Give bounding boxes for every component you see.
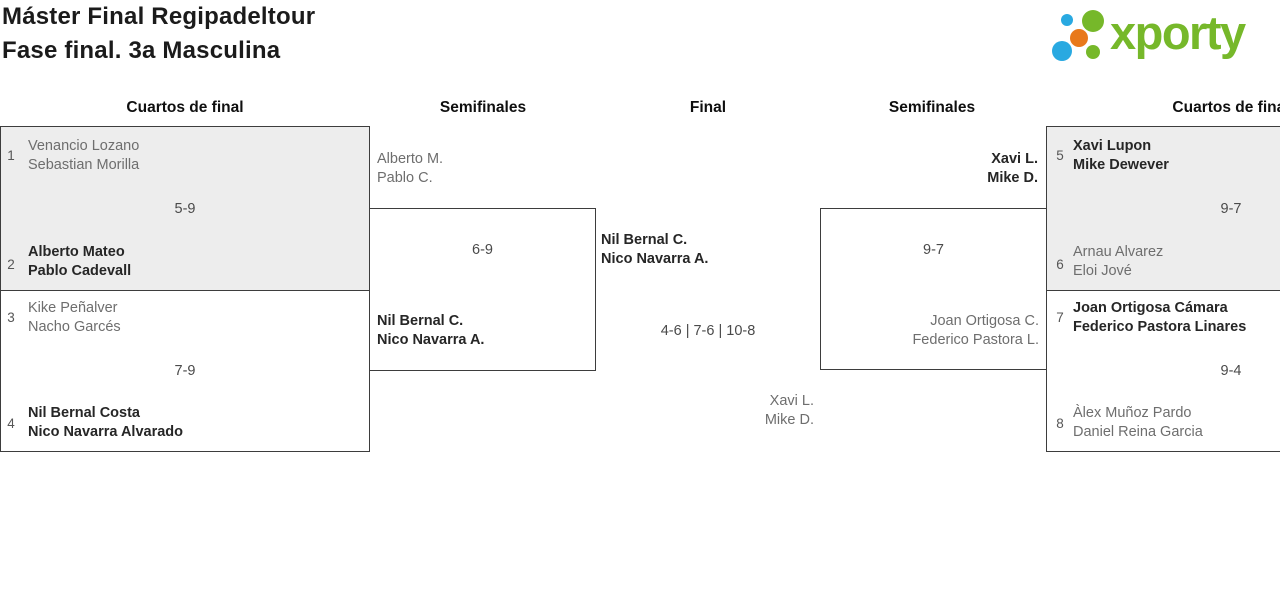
qf-left-1-seed-top: 1 (7, 148, 15, 163)
qf-left-2-team-top-line1: Kike Peñalver (28, 300, 118, 316)
logo-dot-green-small-icon (1086, 45, 1100, 59)
qf-right-2-seed-top: 7 (1056, 310, 1064, 325)
qf-left-1-seed-bottom: 2 (7, 257, 15, 272)
qf-right-1-score: 9-7 (1220, 201, 1242, 217)
sf-right-team-bottom-line2: Federico Pastora L. (912, 332, 1039, 348)
sf-right-team-top-line2: Mike D. (987, 170, 1038, 186)
qf-right-2-team-top-line2: Federico Pastora Linares (1073, 319, 1247, 335)
sf-right-team-bottom-line1: Joan Ortigosa C. (930, 313, 1039, 329)
qf-left-2-team-bottom-line2: Nico Navarra Alvarado (28, 424, 184, 440)
qf-right-2-seed-bottom: 8 (1056, 416, 1064, 431)
qf-left-1-team-top-line2: Sebastian Morilla (28, 157, 140, 173)
page-title: Máster Final Regipadeltour (2, 3, 316, 30)
final-team-top-line1: Nil Bernal C. (601, 232, 688, 248)
final-team-bottom-line1: Xavi L. (769, 393, 814, 409)
xporty-logo[interactable]: xporty (1050, 0, 1280, 72)
page-subtitle: Fase final. 3a Masculina (2, 37, 281, 64)
qf-left-2-team-top-line2: Nacho Garcés (28, 319, 121, 335)
qf-left-2-score: 7-9 (174, 363, 196, 379)
qf-right-1-team-bottom-line2: Eloi Jové (1073, 263, 1132, 279)
sf-right-team-top-line1: Xavi L. (991, 151, 1038, 167)
match-box-qf-right-2 (1046, 290, 1280, 452)
sf-left-team-top-line2: Pablo C. (377, 170, 433, 186)
qf-left-1-team-bottom-line1: Alberto Mateo (28, 244, 125, 260)
qf-right-1-team-top-line1: Xavi Lupon (1073, 138, 1152, 154)
qf-left-2-seed-bottom: 4 (7, 416, 15, 431)
round-header-sf-right: Semifinales (888, 99, 976, 116)
logo-dot-blue-small-icon (1061, 14, 1073, 26)
logo-dot-blue-large-icon (1052, 41, 1072, 61)
final-team-bottom-line2: Mike D. (764, 412, 814, 428)
match-box-qf-left-2 (0, 290, 370, 452)
qf-right-1-seed-bottom: 6 (1056, 257, 1064, 272)
sf-left-team-bottom-line1: Nil Bernal C. (377, 313, 464, 329)
qf-right-2-team-bottom-line1: Àlex Muñoz Pardo (1073, 405, 1192, 421)
qf-left-2-team-bottom-line1: Nil Bernal Costa (28, 405, 140, 421)
logo-dot-green-large-icon (1082, 10, 1104, 32)
qf-right-1-team-bottom-line1: Arnau Alvarez (1073, 244, 1164, 260)
qf-right-1-seed-top: 5 (1056, 148, 1064, 163)
sf-left-team-top-line1: Alberto M. (377, 151, 444, 167)
qf-left-2-seed-top: 3 (7, 310, 15, 325)
sf-left-score: 6-9 (472, 242, 493, 258)
qf-right-1-team-top-line2: Mike Dewever (1073, 157, 1169, 173)
round-header-qf-left: Cuartos de final (126, 99, 244, 116)
qf-right-2-score: 9-4 (1220, 363, 1242, 379)
sf-left-team-bottom-line2: Nico Navarra A. (377, 332, 485, 348)
qf-left-1-score: 5-9 (174, 201, 196, 217)
qf-left-1-team-bottom-line2: Pablo Cadevall (28, 263, 132, 279)
sf-right-score: 9-7 (923, 242, 944, 258)
round-header-qf-right: Cuartos de final (1172, 99, 1280, 116)
logo-wordmark: xporty (1110, 6, 1246, 59)
match-box-sf-right (820, 208, 1047, 370)
match-box-qf-left-1 (0, 126, 370, 291)
final-team-top-line2: Nico Navarra A. (601, 251, 709, 267)
match-box-qf-right-1 (1046, 126, 1280, 291)
qf-right-2-team-top-line1: Joan Ortigosa Cámara (1073, 300, 1228, 316)
logo-dot-orange-icon (1070, 29, 1088, 47)
round-header-sf-left: Semifinales (439, 99, 527, 116)
qf-left-1-team-top-line1: Venancio Lozano (28, 138, 140, 154)
match-box-sf-left (369, 208, 596, 371)
final-score: 4-6 | 7-6 | 10-8 (660, 323, 756, 339)
round-header-final: Final (689, 99, 727, 116)
qf-right-2-team-bottom-line2: Daniel Reina Garcia (1073, 424, 1203, 440)
